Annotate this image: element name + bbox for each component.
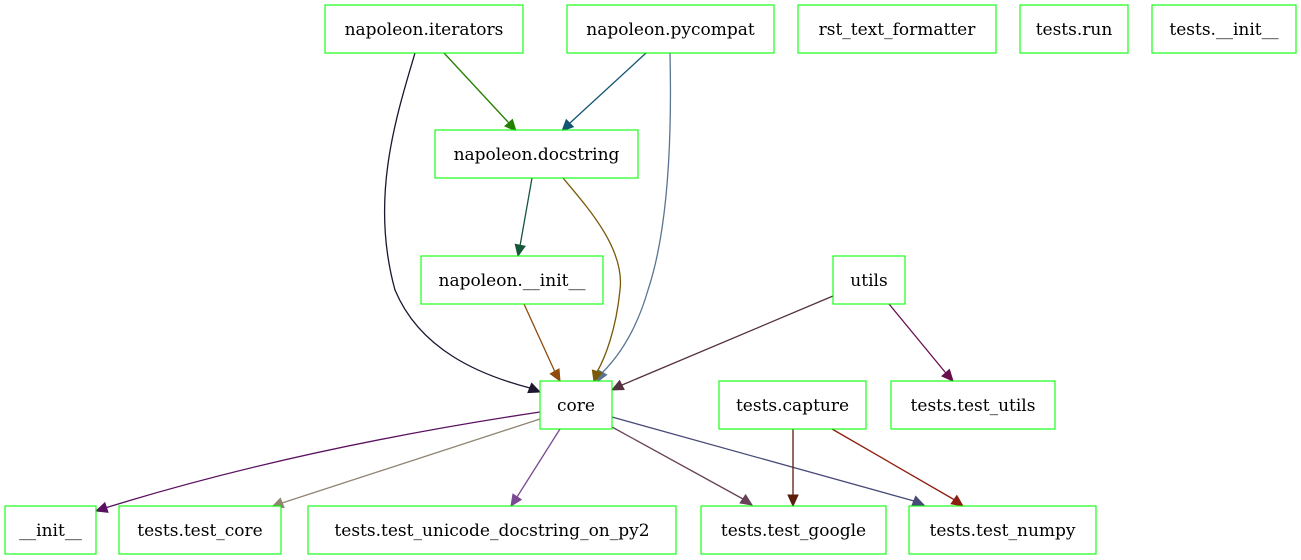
node-core[interactable]: core bbox=[539, 380, 613, 430]
node-tests-capture[interactable]: tests.capture bbox=[718, 380, 867, 430]
edge-napoleon-pycompat-to-core bbox=[596, 52, 672, 384]
node-label: core bbox=[557, 396, 595, 416]
edges-layer bbox=[94, 52, 964, 513]
node-tests-test-numpy[interactable]: tests.test_numpy bbox=[908, 505, 1097, 555]
arrowhead-icon bbox=[527, 382, 542, 394]
arrowhead-icon bbox=[510, 493, 523, 508]
arrowhead-icon bbox=[549, 368, 561, 383]
node-label: tests.run bbox=[1036, 20, 1113, 40]
node-label: tests.capture bbox=[736, 396, 849, 416]
edge-line bbox=[601, 52, 672, 374]
node-box[interactable] bbox=[797, 4, 997, 54]
node-label: __init__ bbox=[19, 521, 82, 541]
edge-line bbox=[383, 52, 531, 389]
edge-napoleon-iterators-to-core bbox=[383, 52, 542, 394]
nodes-layer: napoleon.iterators napoleon.pycompat rst_t… bbox=[4, 4, 1297, 555]
edge-line bbox=[570, 52, 647, 123]
node-label: tests.test_numpy bbox=[929, 521, 1075, 541]
edge-core-to-tests-test-core bbox=[270, 418, 541, 509]
node-box[interactable] bbox=[539, 380, 613, 430]
node-box[interactable] bbox=[324, 4, 524, 54]
node-box[interactable] bbox=[118, 505, 282, 555]
edge-line bbox=[443, 52, 509, 123]
edge-line-end bbox=[507, 121, 510, 124]
arrowhead-icon bbox=[504, 118, 517, 132]
node-tests-test-core[interactable]: tests.test_core bbox=[118, 505, 282, 555]
edge-utils-to-core bbox=[610, 295, 834, 391]
edge-line bbox=[611, 416, 915, 502]
edge-core-to-init bbox=[94, 411, 541, 513]
arrowhead-icon bbox=[739, 493, 754, 506]
arrowhead-icon bbox=[911, 495, 926, 507]
node-label: tests.__init__ bbox=[1169, 20, 1279, 40]
node-napoleon-iterators[interactable]: napoleon.iterators bbox=[324, 4, 524, 54]
edge-line bbox=[104, 411, 541, 509]
edge-line bbox=[831, 428, 954, 500]
edge-line bbox=[562, 177, 622, 373]
edge-tests-capture-to-tests-test-google bbox=[787, 429, 799, 508]
edge-line bbox=[888, 303, 946, 373]
arrowhead-icon bbox=[561, 118, 575, 132]
node-label: napoleon.docstring bbox=[454, 145, 620, 165]
edge-napoleon-pycompat-to-napoleon-docstring bbox=[561, 52, 647, 132]
edge-line bbox=[281, 418, 541, 504]
node-label: tests.test_google bbox=[721, 521, 866, 541]
node-napoleon-init[interactable]: napoleon.__init__ bbox=[420, 255, 604, 305]
edge-tests-capture-to-tests-test-numpy bbox=[831, 428, 964, 507]
node-box[interactable] bbox=[1151, 4, 1297, 54]
edge-line bbox=[516, 428, 561, 498]
node-label: napoleon.pycompat bbox=[586, 20, 755, 40]
node-label: napoleon.iterators bbox=[345, 20, 504, 40]
node-box[interactable] bbox=[566, 4, 775, 54]
edge-line bbox=[523, 303, 556, 373]
node-box[interactable] bbox=[908, 505, 1097, 555]
edge-line bbox=[519, 177, 533, 247]
arrowhead-icon bbox=[950, 494, 964, 507]
edge-napoleon-docstring-to-core bbox=[562, 177, 622, 384]
node-box[interactable] bbox=[420, 255, 604, 305]
edge-line-end bbox=[944, 371, 947, 374]
node-label: napoleon.__init__ bbox=[439, 271, 586, 291]
node-label: tests.test_unicode_docstring_on_py2 bbox=[334, 521, 649, 541]
node-box[interactable] bbox=[1019, 4, 1129, 54]
node-tests-run[interactable]: tests.run bbox=[1019, 4, 1129, 54]
edge-core-to-tests-test-numpy bbox=[611, 416, 926, 507]
edge-core-to-tests-test-google bbox=[611, 426, 754, 506]
node-tests-test-utils[interactable]: tests.test_utils bbox=[890, 380, 1056, 430]
node-init[interactable]: __init__ bbox=[4, 505, 97, 555]
node-box[interactable] bbox=[434, 129, 639, 179]
edge-line bbox=[611, 426, 744, 500]
node-tests-test-unicode[interactable]: tests.test_unicode_docstring_on_py2 bbox=[307, 505, 677, 555]
node-box[interactable] bbox=[307, 505, 677, 555]
node-tests-test-google[interactable]: tests.test_google bbox=[700, 505, 887, 555]
node-box[interactable] bbox=[718, 380, 867, 430]
node-box[interactable] bbox=[700, 505, 887, 555]
node-label: rst_text_formatter bbox=[819, 20, 977, 40]
node-label: tests.test_utils bbox=[911, 396, 1036, 416]
node-box[interactable] bbox=[832, 255, 906, 305]
node-box[interactable] bbox=[4, 505, 97, 555]
node-rst-text-formatter[interactable]: rst_text_formatter bbox=[797, 4, 997, 54]
edge-line bbox=[621, 295, 834, 386]
edge-napoleon-iterators-to-napoleon-docstring bbox=[443, 52, 517, 132]
node-box[interactable] bbox=[890, 380, 1056, 430]
edge-napoleon-init-to-core bbox=[523, 303, 561, 383]
node-napoleon-docstring[interactable]: napoleon.docstring bbox=[434, 129, 639, 179]
edge-utils-to-tests-test-utils bbox=[888, 303, 954, 382]
node-utils[interactable]: utils bbox=[832, 255, 906, 305]
edge-line-end bbox=[569, 121, 572, 124]
arrowhead-icon bbox=[787, 494, 799, 508]
node-napoleon-pycompat[interactable]: napoleon.pycompat bbox=[566, 4, 775, 54]
edge-line-end bbox=[952, 498, 955, 501]
arrowhead-icon bbox=[610, 379, 625, 391]
node-label: utils bbox=[850, 271, 887, 291]
node-tests-init[interactable]: tests.__init__ bbox=[1151, 4, 1297, 54]
edge-core-to-tests-test-unicode bbox=[510, 428, 561, 508]
node-label: tests.test_core bbox=[137, 521, 262, 541]
edge-napoleon-docstring-to-napoleon-init bbox=[514, 177, 533, 258]
